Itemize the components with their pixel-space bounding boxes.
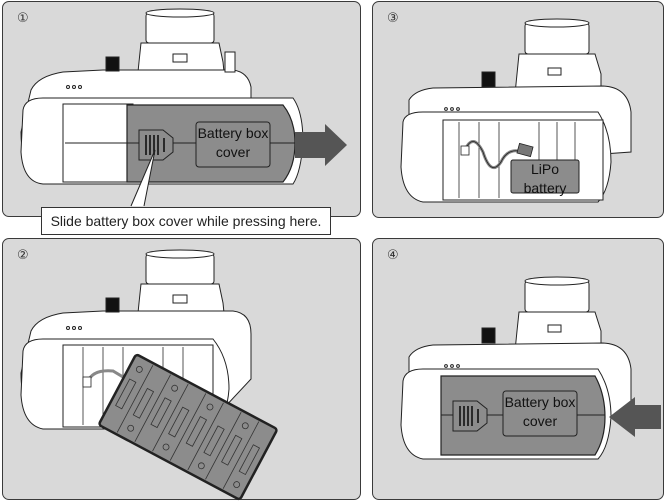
battery-box-cover xyxy=(126,104,296,183)
battery-label: LiPo battery xyxy=(511,160,579,198)
step-number: ③ xyxy=(387,11,399,26)
step-3-panel: ③ LiPo battery xyxy=(372,1,664,218)
slide-left-arrow-icon xyxy=(609,397,661,437)
step-number: ② xyxy=(17,248,29,263)
lipo-battery xyxy=(510,159,580,194)
camera-illustration xyxy=(20,8,347,207)
cover-label: Battery box cover xyxy=(503,393,577,431)
removed-battery-box-cover xyxy=(98,353,278,501)
instruction-callout: Slide battery box cover while pressing h… xyxy=(41,207,331,235)
cover-label: Battery box cover xyxy=(196,124,270,162)
camera-illustration xyxy=(400,18,632,203)
slide-right-arrow-icon xyxy=(295,124,347,166)
step-number: ④ xyxy=(387,248,399,263)
step-1-panel: ① xyxy=(2,1,361,235)
cover-label-line1: Battery box xyxy=(197,125,269,141)
battery-label-line2: battery xyxy=(523,179,567,196)
release-latch-icon xyxy=(138,129,174,161)
release-latch-icon xyxy=(452,400,488,432)
camera-illustration xyxy=(20,249,278,501)
cover-label-line2: cover xyxy=(215,143,251,160)
step-2-panel: ② xyxy=(2,238,361,501)
cover-label-line1: Battery box xyxy=(504,394,576,410)
step-number: ① xyxy=(17,11,29,26)
battery-label-line1: LiPo xyxy=(530,161,560,177)
cover-label-line2: cover xyxy=(522,412,558,429)
camera-illustration xyxy=(400,276,661,460)
step-4-panel: ④ Battery box cover xyxy=(372,238,664,500)
battery-box-cover xyxy=(440,375,606,456)
